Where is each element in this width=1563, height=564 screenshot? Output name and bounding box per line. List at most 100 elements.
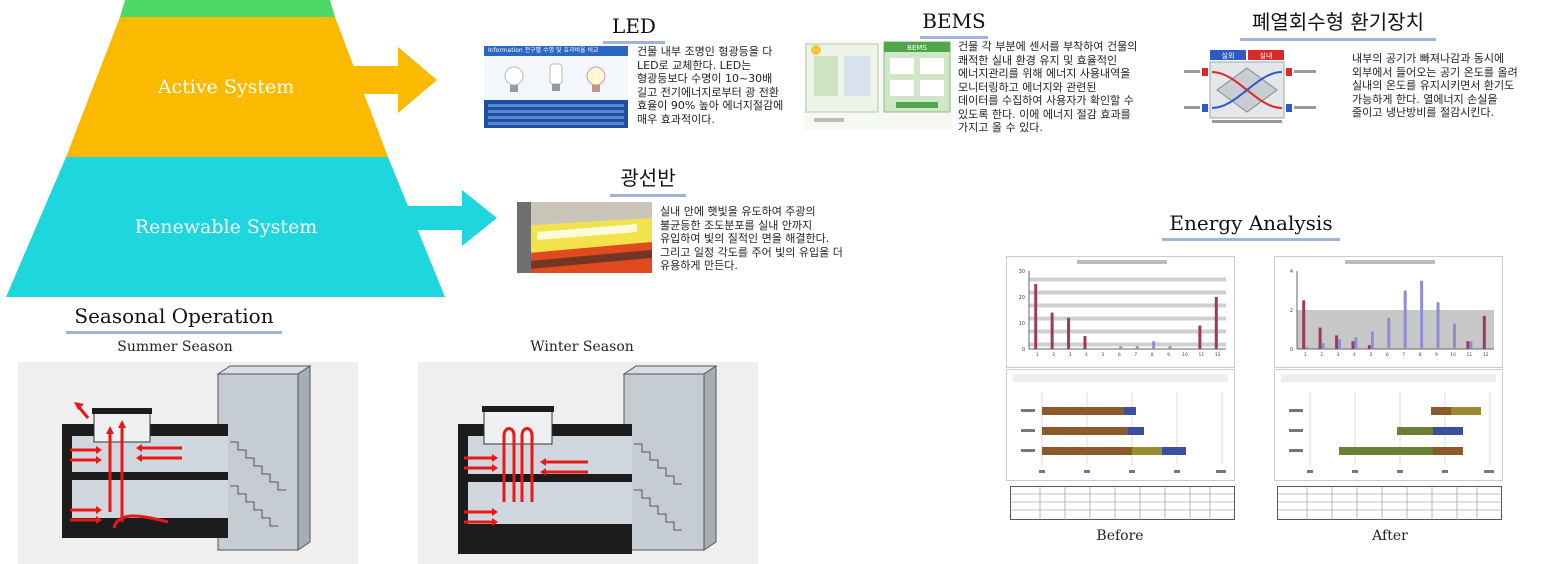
after-monthly-bar bbox=[1305, 347, 1309, 349]
after-monthly-x-tick-label: 1 bbox=[1304, 352, 1307, 358]
pyramid-top-tier bbox=[120, 0, 335, 17]
energy-title: Energy Analysis bbox=[1169, 211, 1333, 235]
before-monthly-bar bbox=[1083, 336, 1087, 349]
summer-section-diagram bbox=[18, 362, 358, 564]
after-monthly-bar bbox=[1367, 345, 1371, 349]
after-monthly-x-tick-label: 7 bbox=[1402, 352, 1405, 358]
after-monthly-x-tick-label: 3 bbox=[1337, 352, 1340, 358]
after-monthly-x-tick-label: 4 bbox=[1353, 352, 1356, 358]
before-monthly-x-tick-label: 4 bbox=[1085, 352, 1088, 358]
before-monthly-bar bbox=[1152, 341, 1156, 349]
lightshelf-heading: 광선반 bbox=[610, 162, 686, 197]
winter-airflow-arrows bbox=[464, 427, 588, 524]
after-monthly-plot-band bbox=[1297, 310, 1494, 349]
after-caption: After bbox=[1372, 528, 1408, 544]
before-monthly-bar bbox=[1214, 297, 1218, 349]
before-monthly-bar bbox=[1135, 346, 1139, 349]
after-monthly-bar bbox=[1338, 339, 1342, 349]
bems-description: 건물 각 부분에 센서를 부착하여 건물의 쾌적한 실내 환경 유지 및 효율적… bbox=[958, 40, 1138, 134]
before-data-table bbox=[1010, 486, 1235, 520]
before-monthly-grid-band bbox=[1029, 290, 1226, 295]
lightshelf-thumbnail bbox=[517, 202, 652, 273]
after-monthly-bar bbox=[1335, 335, 1339, 349]
before-monthly-x-tick-label: 3 bbox=[1069, 352, 1072, 358]
after-monthly-bar bbox=[1354, 337, 1358, 349]
after-monthly-bar bbox=[1403, 290, 1407, 349]
before-monthly-x-tick-label: 2 bbox=[1052, 352, 1055, 358]
before-monthly-y-tick-label: 10 bbox=[1019, 321, 1025, 327]
summer-airflow-arrows bbox=[70, 405, 182, 529]
before-monthly-bar bbox=[1168, 346, 1172, 349]
active-system-label: Active System bbox=[157, 76, 295, 98]
led-thumbnail: Information 전구별 수명 및 효과비율 비교 bbox=[484, 46, 628, 128]
after-monthly-x-tick-label: 8 bbox=[1419, 352, 1422, 358]
after-monthly-x-tick-label: 6 bbox=[1386, 352, 1389, 358]
before-annual-bars bbox=[1042, 407, 1186, 455]
after-monthly-x-tick-label: 10 bbox=[1450, 352, 1456, 358]
ventilation-thumbnail: 실외 실내 bbox=[1182, 48, 1320, 128]
lightshelf-title: 광선반 bbox=[620, 166, 676, 190]
before-monthly-x-tick-label: 6 bbox=[1118, 352, 1121, 358]
system-pyramid bbox=[6, 0, 497, 297]
before-monthly-bar bbox=[1034, 284, 1038, 349]
bems-diagram-image: BEMS bbox=[805, 41, 951, 122]
after-monthly-bar bbox=[1351, 341, 1355, 349]
after-data-table bbox=[1277, 486, 1502, 520]
bems-thumb-label: BEMS bbox=[907, 44, 927, 52]
after-monthly-y-tick-label: 2 bbox=[1290, 308, 1293, 314]
vent-tag-indoor: 실내 bbox=[1260, 51, 1273, 60]
before-monthly-x-tick-label: 5 bbox=[1101, 352, 1104, 358]
before-monthly-bar bbox=[1050, 312, 1054, 349]
seasonal-title: Seasonal Operation bbox=[74, 304, 274, 328]
before-caption: Before bbox=[1096, 528, 1144, 544]
after-monthly-x-tick-label: 11 bbox=[1467, 352, 1473, 358]
before-monthly-x-tick-label: 1 bbox=[1036, 352, 1039, 358]
bems-thumbnail: BEMS bbox=[804, 40, 952, 130]
before-monthly-y-tick-label: 30 bbox=[1019, 269, 1025, 275]
before-monthly-bar bbox=[1198, 325, 1202, 349]
ventilation-description: 내부의 공기가 빠져나감과 동시에 외부에서 들어오는 공기 온도를 올려 실내… bbox=[1352, 52, 1518, 119]
led-bulbs-image bbox=[484, 56, 628, 125]
before-monthly-grid-band bbox=[1029, 316, 1226, 321]
bems-heading: BEMS bbox=[920, 9, 988, 39]
winter-caption: Winter Season bbox=[530, 339, 634, 355]
before-monthly-bar bbox=[1067, 317, 1071, 349]
after-monthly-x-tick-label: 5 bbox=[1369, 352, 1372, 358]
vent-tag-outdoor: 실외 bbox=[1222, 51, 1235, 60]
ventilation-diagram-image: 실외 실내 bbox=[1184, 50, 1316, 123]
before-monthly-x-tick-label: 9 bbox=[1167, 352, 1170, 358]
before-monthly-grid-band bbox=[1029, 277, 1226, 282]
after-monthly-title-bar bbox=[1345, 260, 1435, 264]
before-annual-chart bbox=[1006, 369, 1235, 481]
after-monthly-bar bbox=[1466, 341, 1470, 349]
led-title: LED bbox=[612, 14, 656, 38]
before-monthly-y-tick-label: 20 bbox=[1019, 295, 1025, 301]
summer-caption: Summer Season bbox=[117, 339, 233, 355]
led-thumb-header: Information 전구별 수명 및 효과비율 비교 bbox=[484, 46, 628, 56]
after-monthly-bar bbox=[1469, 341, 1473, 349]
after-monthly-y-tick-label: 4 bbox=[1290, 269, 1293, 275]
before-monthly-y-tick-label: 0 bbox=[1022, 347, 1025, 353]
after-monthly-bar bbox=[1302, 300, 1306, 349]
pyramid-active-tier bbox=[66, 17, 388, 157]
after-monthly-bar bbox=[1452, 323, 1456, 349]
after-monthly-bar bbox=[1370, 331, 1374, 349]
after-monthly-bar bbox=[1318, 327, 1322, 349]
before-monthly-x-tick-label: 10 bbox=[1182, 352, 1188, 358]
led-heading: LED bbox=[603, 14, 665, 44]
after-monthly-bar bbox=[1482, 315, 1486, 349]
before-monthly-x-tick-label: 8 bbox=[1151, 352, 1154, 358]
before-monthly-bar bbox=[1119, 346, 1123, 349]
after-monthly-bar bbox=[1420, 280, 1424, 349]
after-monthly-bar bbox=[1436, 302, 1440, 349]
pyramid-renewable-tier bbox=[6, 157, 445, 297]
before-monthly-title-bar bbox=[1077, 260, 1167, 264]
after-monthly-x-tick-label: 2 bbox=[1320, 352, 1323, 358]
after-monthly-y-tick-label: 0 bbox=[1290, 347, 1293, 353]
lightshelf-description: 실내 안에 햇빛을 유도하여 주광의 불균등한 조도분포를 실내 안까지 유입하… bbox=[660, 205, 843, 272]
led-description: 건물 내부 조명인 형광등을 다 LED로 교체한다. LED는 형광등보다 수… bbox=[637, 45, 784, 126]
before-monthly-grid-band bbox=[1029, 329, 1226, 334]
before-monthly-x-tick-label: 7 bbox=[1134, 352, 1137, 358]
